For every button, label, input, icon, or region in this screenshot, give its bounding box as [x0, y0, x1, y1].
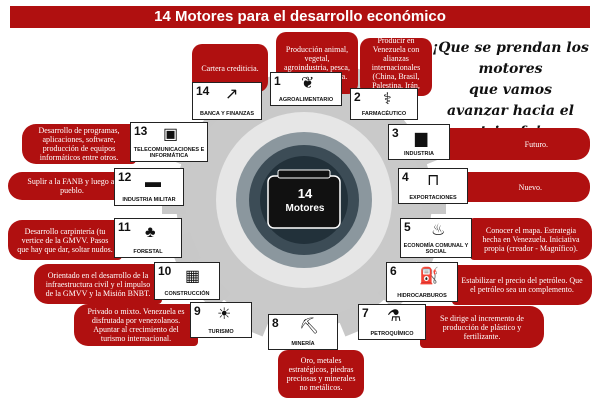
motor-1-label: AGROALIMENTARIO: [278, 97, 334, 103]
palm-tree-icon: ☀: [217, 306, 232, 323]
motor-13-number: 13: [134, 124, 148, 138]
motor-5-label: ECONOMÍA COMUNAL Y SOCIAL: [403, 243, 469, 255]
computer-icon: ▣: [163, 126, 179, 143]
motor-3-label: INDUSTRIA: [404, 151, 434, 157]
motor-8-number: 8: [272, 316, 279, 330]
motor-3-number: 3: [392, 126, 399, 140]
motor-4-label: EXPORTACIONES: [409, 195, 457, 201]
slogan-line-2: que vamos: [469, 82, 552, 98]
motor-5-number: 5: [404, 220, 411, 234]
motor-10-number: 10: [158, 264, 172, 278]
motor-6-description: Estabilizar el precio del petróleo. Que …: [452, 265, 592, 305]
motor-6-label: HIDROCARBUROS: [397, 293, 447, 299]
motor-8-description: Oro, metales estratégicos, piedras preci…: [278, 350, 364, 398]
motor-4-description: Nuevo.: [460, 172, 590, 202]
motor-12-description: Suplir a la FANB y luego al pueblo.: [8, 172, 126, 200]
motor-5-tile[interactable]: 5 ♨ ECONOMÍA COMUNAL Y SOCIAL: [400, 218, 472, 258]
motor-11-number: 11: [118, 220, 131, 234]
motor-10-tile[interactable]: 10 ▦ CONSTRUCCIÓN: [154, 262, 220, 300]
motor-9-label: TURISMO: [208, 329, 234, 335]
motor-1-number: 1: [274, 74, 281, 88]
motor-13-tile[interactable]: 13 ▣ TELECOMUNICACIONES E INFORMÁTICA: [130, 122, 208, 162]
page-title: 14 Motores para el desarrollo económico: [10, 6, 590, 28]
center-text: Motores: [285, 203, 325, 214]
motor-11-tile[interactable]: 11 ♣ FORESTAL: [114, 218, 182, 258]
motor-6-number: 6: [390, 264, 397, 278]
pill-icon: ⚕: [383, 91, 392, 108]
motor-2-tile[interactable]: 2 ⚕ FARMACÉUTICO: [350, 88, 418, 120]
motor-12-label: INDUSTRIA MILITAR: [122, 197, 176, 203]
wheat-icon: ❦: [301, 75, 315, 92]
motor-12-tile[interactable]: 12 ▬ INDUSTRIA MILITAR: [114, 168, 184, 206]
growth-chart-icon: ↗: [225, 86, 239, 103]
flask-icon: ⚗: [387, 308, 402, 325]
motor-9-tile[interactable]: 9 ☀ TURISMO: [190, 302, 252, 338]
mining-icon: ⛏: [299, 318, 320, 335]
crane-icon: ⊓: [427, 172, 440, 189]
motor-3-description: Futuro.: [440, 128, 590, 160]
motor-12-number: 12: [118, 170, 132, 184]
motor-11-description: Desarrollo carpintería (tu vertice de la…: [8, 220, 122, 260]
motor-5-description: Conocer el mapa. Estrategia hecha en Ven…: [470, 218, 592, 260]
motor-8-label: MINERÍA: [291, 341, 315, 347]
motor-14-label: BANCA Y FINANZAS: [200, 111, 254, 117]
motor-13-label: TELECOMUNICACIONES E INFORMÁTICA: [133, 147, 205, 159]
factory-icon: ▆: [415, 130, 428, 147]
tree-icon: ♣: [145, 224, 156, 241]
motor-6-tile[interactable]: 6 ⛽ HIDROCARBUROS: [386, 262, 458, 302]
engine-top-icon: [277, 169, 331, 179]
motor-7-number: 7: [362, 306, 369, 320]
motor-10-description: Orientado en el desarrollo de la infraes…: [34, 264, 162, 304]
motor-13-description: Desarrollo de programas, aplicaciones, s…: [22, 124, 136, 164]
motor-10-label: CONSTRUCCIÓN: [164, 291, 210, 297]
motor-7-description: Se dirige al incremento de producción de…: [420, 306, 544, 348]
building-icon: ▦: [185, 268, 201, 285]
motor-2-description: Producir en Venezuela con alianzas inter…: [360, 36, 432, 99]
motor-2-label: FARMACÉUTICO: [361, 111, 407, 117]
motor-1-tile[interactable]: 1 ❦ AGROALIMENTARIO: [270, 72, 342, 106]
motor-14-number: 14: [196, 84, 210, 98]
motor-7-label: PETROQUÍMICO: [370, 331, 414, 337]
oil-pump-icon: ⛽: [419, 268, 439, 285]
piggy-bank-icon: ♨: [431, 222, 446, 239]
motor-7-tile[interactable]: 7 ⚗ PETROQUÍMICO: [358, 304, 426, 340]
center-number: 14: [297, 186, 313, 201]
motor-4-number: 4: [402, 170, 409, 184]
motor-11-label: FORESTAL: [133, 249, 163, 255]
motor-2-number: 2: [354, 90, 361, 104]
motor-3-tile[interactable]: 3 ▆ INDUSTRIA: [388, 124, 450, 160]
motor-9-number: 9: [194, 304, 201, 318]
motor-14-tile[interactable]: 14 ↗ BANCA Y FINANZAS: [192, 82, 262, 120]
tank-icon: ▬: [145, 174, 161, 191]
slogan-line-1: ¡Que se prendan los motores: [432, 40, 589, 77]
motor-8-tile[interactable]: 8 ⛏ MINERÍA: [268, 314, 338, 350]
motor-4-tile[interactable]: 4 ⊓ EXPORTACIONES: [398, 168, 468, 204]
motor-9-description: Privado o mixto. Venezuela es disfrutada…: [74, 304, 198, 346]
center-label: 14 Motores: [270, 178, 340, 226]
